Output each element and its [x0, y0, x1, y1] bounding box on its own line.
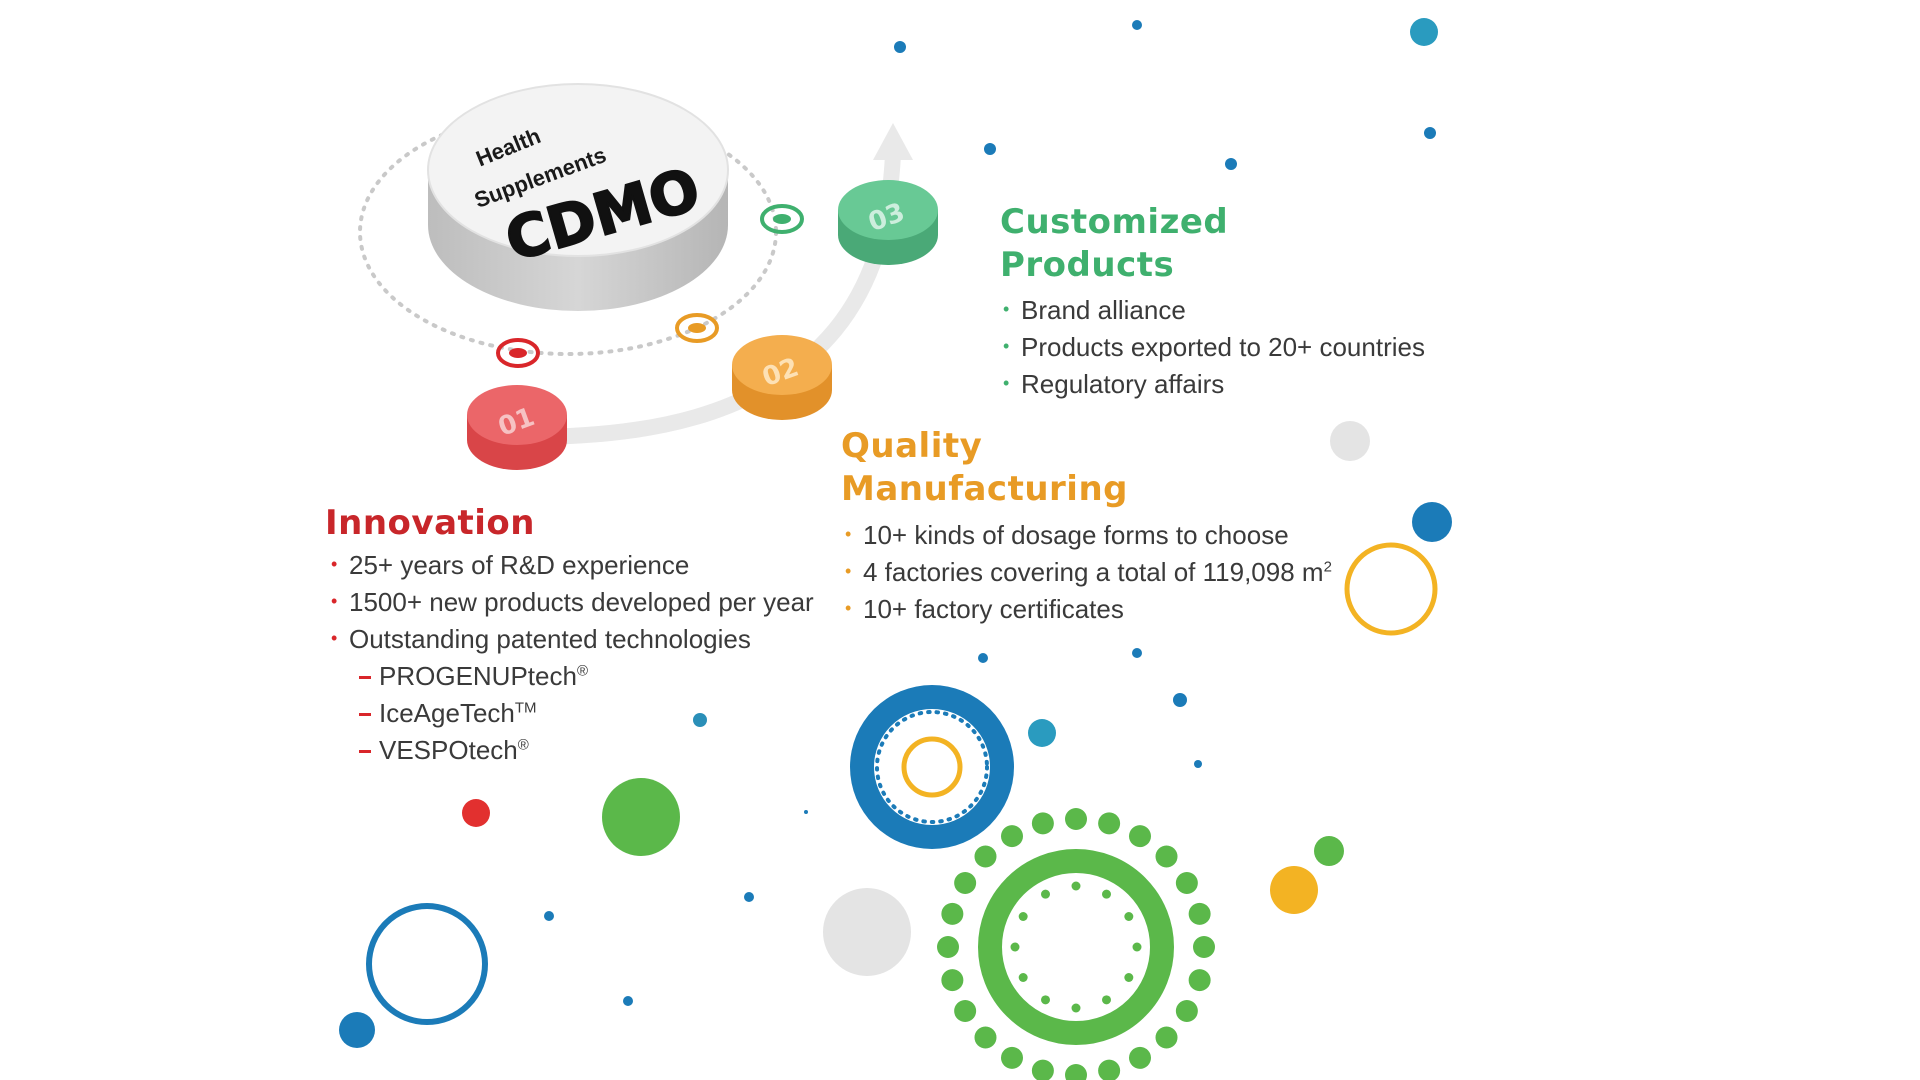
customized-products-title: Customized Products: [1000, 202, 1229, 285]
quality-manufacturing-list: 10+ kinds of dosage forms to choose 4 fa…: [845, 516, 1332, 628]
gear-bump: [1098, 812, 1121, 835]
area-unit-superscript: 2: [1323, 558, 1332, 576]
gear-bump: [1001, 1046, 1023, 1069]
gear-inner-dot: [1010, 942, 1020, 952]
list-item: 10+ factory certificates: [845, 590, 1332, 628]
innovation-title: Innovation: [325, 503, 535, 543]
gear-bump: [1001, 825, 1023, 848]
gear-bump: [974, 845, 997, 868]
gear-bump: [1065, 1064, 1087, 1080]
technology-item: PROGENUPtech®: [331, 658, 814, 695]
gear-bump: [941, 902, 964, 925]
gear-inner-dot: [1124, 912, 1134, 921]
ring-orange: [1344, 542, 1438, 636]
gear-bump: [1065, 808, 1087, 830]
gear-bump: [1188, 902, 1211, 925]
innovation-list: 25+ years of R&D experience 1500+ new pr…: [331, 546, 814, 769]
cdmo-hub-tablet: Health Supplements CDMO: [427, 83, 729, 311]
list-item: 1500+ new products developed per year: [331, 583, 814, 621]
gear-inner-dot: [1018, 973, 1028, 982]
gear-bump: [1188, 969, 1211, 992]
list-item: 25+ years of R&D experience: [331, 546, 814, 584]
list-item: Regulatory affairs: [1003, 365, 1425, 403]
gear-inner-dot: [1041, 995, 1050, 1005]
gear-inner-dot: [1102, 995, 1111, 1005]
list-item: Outstanding patented technologies: [331, 620, 814, 658]
gear-inner-dot: [1132, 942, 1142, 952]
gear-inner-dot: [1124, 973, 1134, 982]
gear-bump: [1193, 936, 1215, 958]
list-item: Brand alliance: [1003, 291, 1425, 329]
gear-bump: [1098, 1059, 1121, 1080]
customized-products-list: Brand alliance Products exported to 20+ …: [1003, 291, 1425, 403]
quality-manufacturing-title: Quality Manufacturing: [841, 426, 1128, 509]
gear-bump: [1175, 872, 1198, 894]
step-tablet-01: 01: [467, 385, 567, 470]
gear-bump: [1155, 1026, 1178, 1049]
ring-blue-outline: [366, 903, 488, 1025]
gear-bump: [1175, 1000, 1198, 1022]
technology-item: IceAgeTechTM: [331, 695, 814, 732]
green-gear-ring: [937, 808, 1215, 1080]
list-item: Products exported to 20+ countries: [1003, 328, 1425, 366]
gear-bump: [974, 1026, 997, 1049]
gear-bump: [954, 872, 977, 894]
list-item: 4 factories covering a total of 119,098 …: [845, 553, 1332, 591]
gear-bump: [937, 936, 959, 958]
orbit-marker-red: [496, 338, 540, 368]
gear-bump: [954, 1000, 977, 1022]
list-item: 10+ kinds of dosage forms to choose: [845, 516, 1332, 554]
decorative-dots: [339, 18, 1452, 1048]
gear-bump: [1031, 812, 1054, 835]
gear-inner-dot: [1041, 889, 1050, 899]
gear-bump: [1031, 1059, 1054, 1080]
orbit-marker-green: [760, 204, 804, 234]
step-tablet-03: 03: [838, 180, 938, 265]
growth-arrow-head: [873, 123, 913, 160]
orbit-marker-orange: [675, 313, 719, 343]
gear-inner-dot: [1018, 912, 1028, 921]
step-tablet-02: 02: [732, 335, 832, 420]
factories-text: 4 factories covering a total of 119,098 …: [863, 557, 1324, 587]
gear-inner-dot: [1102, 889, 1111, 899]
gear-bump: [941, 969, 964, 992]
gear-bump: [1129, 1046, 1151, 1069]
gear-inner-dot: [1071, 881, 1081, 891]
blue-donut: [850, 685, 1014, 849]
technology-item: VESPOtech®: [331, 732, 814, 769]
gear-bump: [1155, 845, 1178, 868]
gear-bump: [1129, 825, 1151, 848]
gear-inner-dot: [1071, 1003, 1081, 1013]
